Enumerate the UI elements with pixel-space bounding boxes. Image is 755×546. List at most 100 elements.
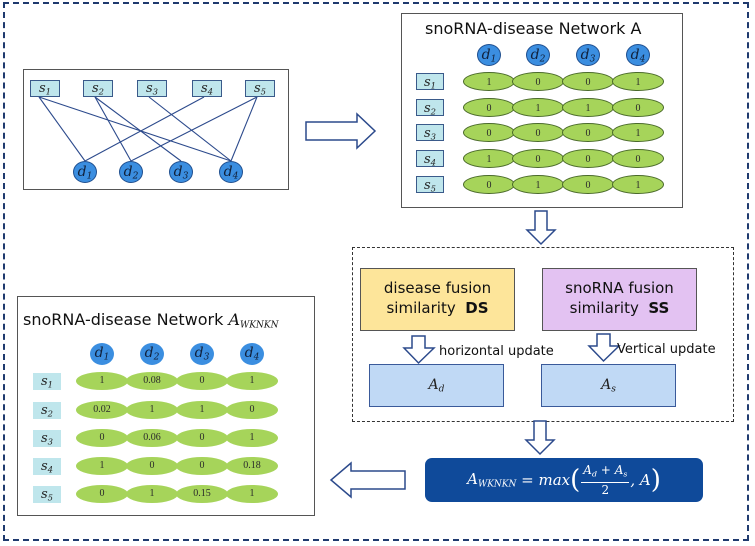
a-s-box: As	[541, 364, 676, 407]
snorna-node: s5	[245, 80, 275, 97]
label-base: d	[630, 47, 640, 63]
snorna-row-header: s4	[416, 150, 444, 168]
label-base: d	[194, 345, 204, 361]
left-arrow-icon	[329, 461, 406, 499]
wknkn-title-text: snoRNA-disease Network	[23, 310, 229, 329]
matrix-cell: 1	[512, 97, 564, 117]
disease-node: d4	[219, 161, 243, 183]
as-base: A	[601, 377, 612, 393]
label-base: s	[40, 403, 48, 418]
matrix-cell: 1	[176, 401, 228, 419]
label-base: d	[530, 47, 540, 63]
disease-column-header: d1	[90, 343, 114, 365]
label-sub: 2	[132, 171, 139, 182]
formula-lhs-sub: WKNKN	[477, 479, 517, 490]
disease-column-header: d1	[477, 44, 501, 66]
network-wknkn-title: snoRNA-disease Network AWKNKN	[23, 310, 278, 331]
label-sub: 3	[47, 436, 54, 447]
label-base: s	[145, 81, 153, 96]
label-base: s	[40, 431, 48, 446]
ss-bold: SS	[648, 299, 670, 317]
ad-base: A	[428, 377, 439, 393]
disease-column-header: d3	[576, 44, 600, 66]
formula-eq-max: = max	[521, 471, 571, 489]
matrix-cell: 0	[176, 372, 228, 390]
matrix-cell: 0	[612, 97, 664, 117]
matrix-cell: 0	[126, 457, 178, 475]
matrix-cell: 0	[562, 174, 614, 194]
label-base: s	[38, 81, 46, 96]
matrix-cell: 0	[512, 122, 564, 142]
formula-fraction: Ad + As 2	[581, 463, 630, 497]
matrix-cell: 0	[562, 71, 614, 91]
label-base: s	[423, 126, 431, 141]
label-sub: 2	[539, 54, 546, 65]
bipartite-edge	[38, 96, 232, 162]
disease-column-header: d2	[140, 343, 164, 365]
label-sub: 1	[103, 352, 110, 363]
matrix-cell: 0	[176, 457, 228, 475]
down-arrow-icon	[525, 210, 557, 246]
wknkn-title-sub: WKNKN	[240, 320, 279, 331]
matrix-cell: 1	[76, 372, 128, 390]
matrix-cell: 1	[76, 457, 128, 475]
matrix-cell: 1	[463, 148, 515, 168]
label-base: s	[91, 81, 99, 96]
label-base: s	[40, 459, 48, 474]
label-base: s	[40, 487, 48, 502]
num-b-sub: s	[623, 469, 628, 479]
label-sub: 2	[153, 352, 160, 363]
label-sub: 4	[207, 86, 214, 97]
label-sub: 1	[45, 86, 52, 97]
horizontal-update-label: horizontal update	[439, 344, 554, 359]
snorna-row-header: s2	[416, 99, 444, 117]
ad-sub: d	[438, 384, 445, 395]
label-sub: 1	[86, 171, 93, 182]
matrix-cell: 0.02	[76, 401, 128, 419]
matrix-cell: 1	[126, 485, 178, 503]
label-base: d	[244, 345, 254, 361]
bipartite-edge	[94, 96, 182, 162]
snorna-row-header: s5	[33, 486, 61, 503]
down-arrow-formula-icon	[524, 420, 556, 456]
matrix-cell: 1	[226, 429, 278, 447]
matrix-cell: 0	[76, 485, 128, 503]
label-sub: 1	[490, 54, 497, 65]
snorna-row-header: s5	[416, 176, 444, 194]
label-sub: 4	[232, 171, 239, 182]
label-sub: 3	[203, 352, 210, 363]
matrix-cell: 0.08	[126, 372, 178, 390]
formula-close-paren: )	[650, 465, 661, 495]
disease-node: d1	[73, 161, 97, 183]
bipartite-edge	[230, 96, 258, 162]
wknkn-formula-box: AWKNKN = max ( Ad + As 2 , A )	[425, 458, 703, 502]
matrix-cell: 0	[512, 148, 564, 168]
vertical-update-arrow-icon	[587, 333, 621, 363]
bipartite-edge	[38, 96, 86, 162]
snorna-node: s2	[83, 80, 113, 97]
num-b: A	[614, 463, 624, 478]
label-sub: 3	[589, 54, 596, 65]
matrix-cell: 0.15	[176, 485, 228, 503]
disease-column-header: d4	[240, 343, 264, 365]
matrix-cell: 1	[612, 71, 664, 91]
label-sub: 4	[430, 157, 437, 168]
matrix-cell: 0	[176, 429, 228, 447]
network-a-title: snoRNA-disease Network A	[425, 19, 642, 38]
ss-line1: snoRNA fusion	[565, 279, 674, 297]
num-a: A	[583, 463, 592, 478]
snorna-node: s3	[137, 80, 167, 97]
formula-lhs-base: A	[467, 470, 478, 489]
label-sub: 1	[430, 80, 437, 91]
label-sub: 5	[260, 86, 267, 97]
matrix-cell: 1	[226, 372, 278, 390]
outer-dashed-frame	[3, 2, 749, 541]
disease-node: d3	[169, 161, 193, 183]
snorna-row-header: s1	[33, 373, 61, 390]
formula-tail: , A	[630, 471, 651, 489]
label-sub: 3	[152, 86, 159, 97]
ss-line2: similarity SS	[543, 298, 696, 318]
label-base: d	[144, 345, 154, 361]
label-sub: 1	[47, 379, 54, 390]
